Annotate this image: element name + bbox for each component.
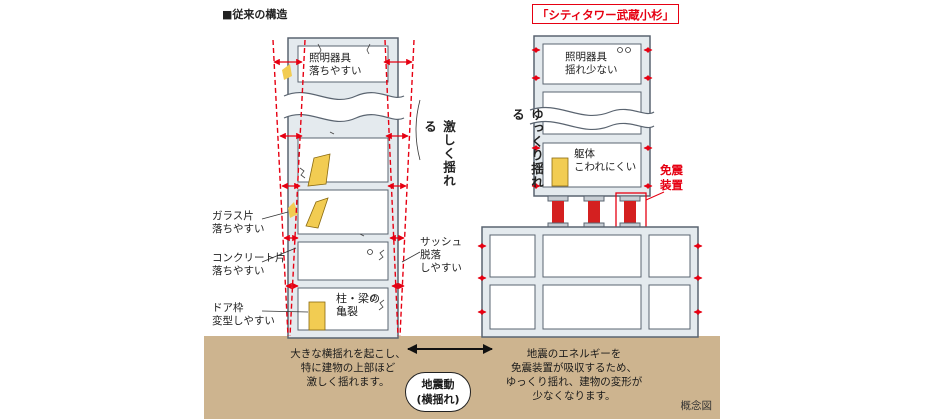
callout-leaders-left [261, 99, 421, 313]
door-frame-callout: ドア枠 変型しやすい [212, 302, 275, 327]
violent-sway-label: 激しく揺れる [422, 120, 456, 188]
concept-note: 概念図 [680, 400, 713, 412]
isolator-label: 免震 装置 [660, 163, 683, 192]
fallen-doors [282, 64, 331, 331]
sway-arrows-right [477, 47, 703, 315]
quake-badge: 地震動 (横揺れ) [405, 372, 471, 412]
lighting-label-left: 照明器具 落ちやすい [309, 52, 362, 77]
conventional-heading: ■従来の構造 [222, 8, 288, 21]
base-podium [481, 226, 699, 338]
right-caption: 地震のエネルギーを 免震装置が吸収するため、 ゆっくり揺れ、建物の変形が 少なく… [505, 348, 643, 402]
glass-callout: ガラス片 落ちやすい [212, 210, 265, 235]
lighting-label-right: 照明器具 揺れ少ない [565, 51, 618, 76]
left-caption: 大きな横揺れを起こし、 特に建物の上部ほど 激しく揺れます。 [290, 348, 406, 388]
tower-title: 「シティタワー武蔵小杉」 [532, 4, 679, 24]
seismic-isolators [547, 191, 665, 232]
concrete-callout: コンクリート片 落ちやすい [212, 252, 286, 277]
slow-sway-label: ゆっくり揺れる [510, 108, 544, 189]
sway-arrows-left [273, 58, 413, 290]
frame-label: 躯体 こわれにくい [574, 148, 637, 173]
lamp-icons [367, 47, 631, 301]
tower-building [529, 35, 655, 197]
crack-label: 柱・梁の 亀裂 [336, 292, 380, 318]
crack-marks [299, 43, 385, 311]
sash-callout: サッシュ 脱落 しやすい [420, 236, 462, 274]
